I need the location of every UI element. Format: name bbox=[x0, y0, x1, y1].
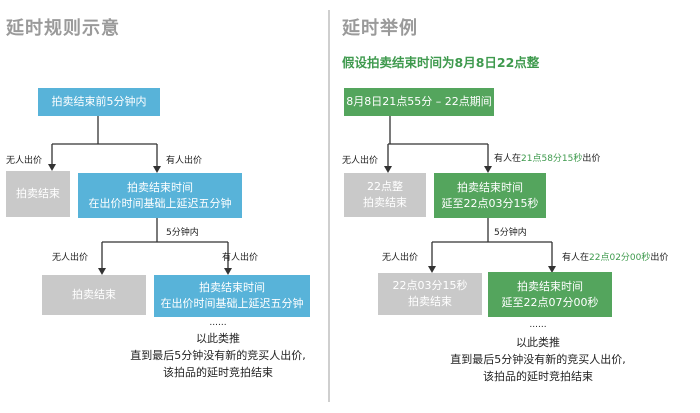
right-extend-box-2-line2: 延至22点07分00秒 bbox=[501, 295, 599, 309]
left-has-bid-label-2: 有人出价 bbox=[222, 253, 259, 263]
right-has-bid-label-2: 有人在22点02分00秒出价 bbox=[562, 250, 668, 263]
left-end-box-2-label: 拍卖结束 bbox=[72, 288, 116, 301]
left-note: 以此类推 直到最后5分钟没有新的竞买人出价, 该拍品的延时竞拍结束 bbox=[110, 330, 326, 381]
right-extend-box-2-line1: 拍卖结束时间 bbox=[517, 279, 583, 293]
left-no-bid-label-1: 无人出价 bbox=[6, 156, 43, 166]
right-has-bid-2-time: 22点02分00秒 bbox=[589, 253, 651, 263]
right-end-box-2-line1: 22点03分15秒 bbox=[392, 279, 468, 292]
left-no-bid-label-2: 无人出价 bbox=[52, 253, 89, 263]
left-extend-box-1-line2: 在出价时间基础上延迟五分钟 bbox=[88, 196, 232, 210]
left-end-box-2: 拍卖结束 bbox=[42, 275, 146, 315]
right-extend-box-1-line1: 拍卖结束时间 bbox=[457, 180, 523, 194]
left-top-box-label: 拍卖结束前5分钟内 bbox=[51, 95, 147, 108]
left-extend-box-1-line1: 拍卖结束时间 bbox=[127, 180, 193, 194]
right-no-bid-label-2: 无人出价 bbox=[382, 253, 419, 263]
left-title: 延时规则示意 bbox=[6, 18, 120, 39]
right-end-box-1-line2: 拍卖结束 bbox=[363, 196, 407, 209]
right-title: 延时举例 bbox=[342, 18, 418, 39]
right-end-box-2-line2: 拍卖结束 bbox=[408, 295, 452, 308]
right-has-bid-2-pre: 有人在 bbox=[562, 253, 590, 263]
right-within-5min-label: 5分钟内 bbox=[494, 228, 527, 238]
right-note-line1: 以此类推 bbox=[516, 336, 560, 349]
right-no-bid-label-1: 无人出价 bbox=[342, 156, 379, 166]
right-end-box-2: 22点03分15秒 拍卖结束 bbox=[378, 273, 482, 315]
left-end-box-1: 拍卖结束 bbox=[6, 171, 70, 217]
right-has-bid-1-time: 21点58分15秒 bbox=[521, 154, 583, 164]
left-note-line3: 该拍品的延时竞拍结束 bbox=[163, 366, 273, 379]
right-dots: ...... bbox=[529, 320, 547, 330]
left-extend-box-2-line1: 拍卖结束时间 bbox=[199, 281, 265, 294]
left-note-line1: 以此类推 bbox=[196, 332, 240, 345]
section-divider bbox=[328, 10, 330, 402]
right-top-box: 8月8日21点55分 – 22点期间 bbox=[344, 88, 494, 116]
right-end-box-1: 22点整 拍卖结束 bbox=[344, 173, 426, 217]
right-extend-box-1-line2: 延至22点03分15秒 bbox=[441, 196, 539, 210]
right-extend-box-2: 拍卖结束时间 延至22点07分00秒 bbox=[488, 272, 612, 317]
left-end-box-1-label: 拍卖结束 bbox=[16, 187, 60, 200]
right-note: 以此类推 直到最后5分钟没有新的竞买人出价, 该拍品的延时竞拍结束 bbox=[426, 334, 650, 385]
right-end-box-1-line1: 22点整 bbox=[367, 180, 403, 193]
right-note-line2: 直到最后5分钟没有新的竞买人出价, bbox=[450, 353, 626, 366]
right-has-bid-1-pre: 有人在 bbox=[494, 154, 522, 164]
left-dots: ...... bbox=[209, 318, 227, 328]
right-has-bid-2-post: 出价 bbox=[650, 253, 669, 263]
right-has-bid-1-post: 出价 bbox=[582, 154, 601, 164]
left-extend-box-2: 拍卖结束时间 在出价时间基础上延迟五分钟 bbox=[154, 275, 310, 317]
right-note-line3: 该拍品的延时竞拍结束 bbox=[483, 370, 593, 383]
right-subtitle: 假设拍卖结束时间为8月8日22点整 bbox=[342, 55, 540, 70]
right-top-box-label: 8月8日21点55分 – 22点期间 bbox=[346, 95, 492, 108]
left-extend-box-2-line2: 在出价时间基础上延迟五分钟 bbox=[160, 297, 304, 310]
left-extend-box-1: 拍卖结束时间 在出价时间基础上延迟五分钟 bbox=[78, 173, 242, 218]
left-top-box: 拍卖结束前5分钟内 bbox=[38, 88, 160, 116]
left-within-5min-label: 5分钟内 bbox=[166, 228, 199, 238]
right-extend-box-1: 拍卖结束时间 延至22点03分15秒 bbox=[434, 173, 546, 218]
right-has-bid-label-1: 有人在21点58分15秒出价 bbox=[494, 151, 600, 164]
left-note-line2: 直到最后5分钟没有新的竞买人出价, bbox=[130, 349, 306, 362]
left-has-bid-label-1: 有人出价 bbox=[166, 156, 203, 166]
